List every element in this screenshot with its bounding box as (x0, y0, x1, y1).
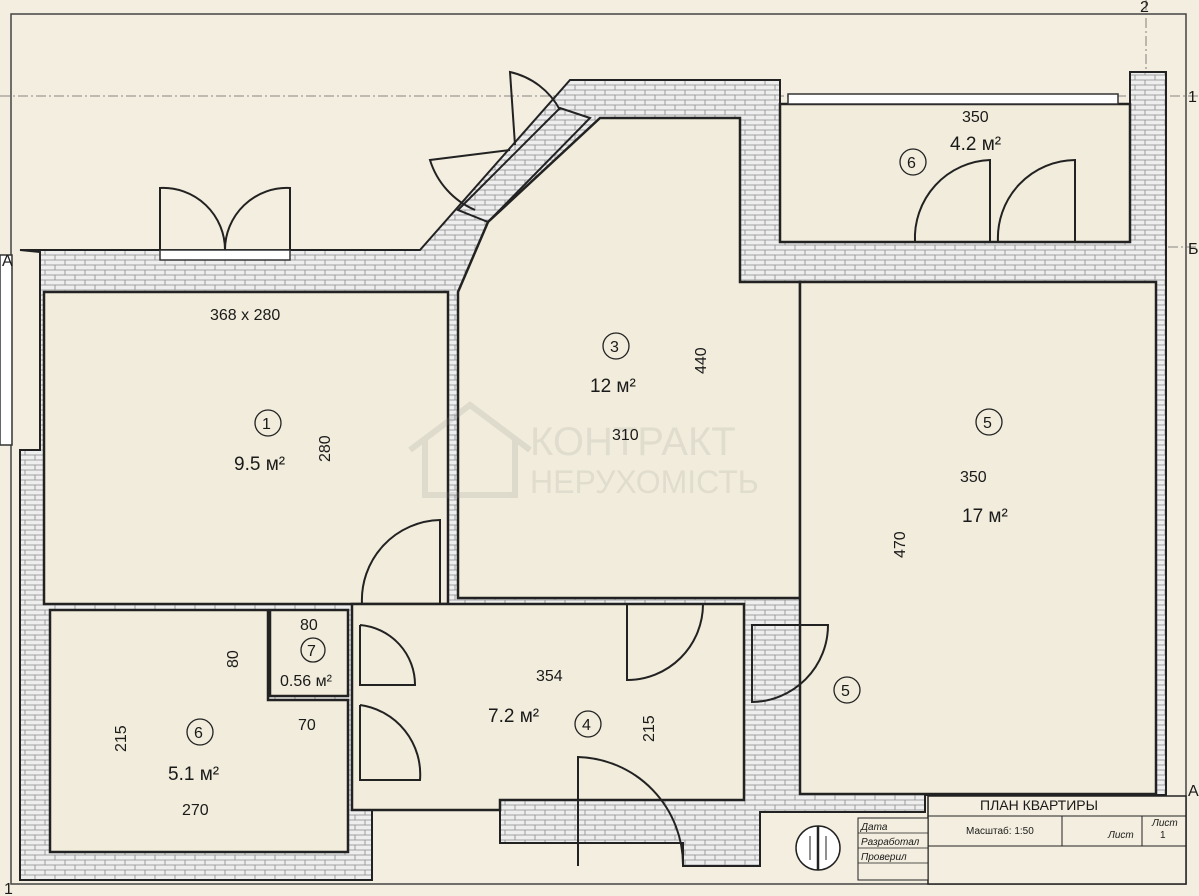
door-diagonal-2 (508, 70, 561, 146)
rows-frame (857, 817, 929, 881)
room-6-dim-a: 215 (113, 725, 130, 752)
axis-right-1: 1 (1188, 89, 1197, 106)
title-block-sheet-number: 1 (1160, 830, 1166, 841)
axis-top-2: 2 (1140, 0, 1149, 16)
door-room1-left (159, 186, 227, 251)
room-1-dim-b: 280 (317, 435, 334, 462)
room-6-dim-d: 270 (182, 802, 209, 819)
axis-left-bottom: 1 (4, 881, 13, 896)
room-3-num: 3 (610, 339, 619, 356)
room-1-labels: 368 x 280 1 9.5 м² 280 (210, 307, 334, 475)
axis-left-top: A (2, 253, 13, 270)
room-1-num: 1 (262, 416, 271, 433)
room-4-num: 4 (582, 717, 591, 734)
balcony-dim: 350 (962, 109, 989, 126)
room-5-num2: 5 (841, 683, 850, 700)
door-room5 (751, 624, 830, 704)
room-5-dim-b: 470 (892, 531, 909, 558)
room-6-num-circle (186, 718, 214, 746)
room-7-num-circle (300, 637, 326, 663)
door-room3 (626, 603, 704, 682)
room-6-dim-c: 70 (298, 717, 316, 734)
room-5-num2-circle (833, 676, 861, 704)
room-7-area: 0.56 м² (280, 673, 333, 690)
title-block-frame (927, 795, 1187, 885)
door-room7 (359, 624, 417, 686)
room-6-balcony-labels: 350 6 4.2 м² (899, 109, 1001, 176)
room-3-dim-b: 310 (612, 427, 639, 444)
room-3-labels: 3 12 м² 440 310 (590, 332, 710, 444)
room-5-dim-a: 350 (960, 469, 987, 486)
door-room1 (360, 518, 441, 605)
room-5-floor (798, 280, 1158, 796)
room-1-dim-a: 368 x 280 (210, 307, 280, 324)
room-5-num-circle (975, 408, 1003, 436)
balcony-area: 4.2 м² (950, 134, 1001, 155)
room-6-area: 5.1 м² (168, 764, 219, 785)
sheet-frame (10, 13, 1187, 885)
door-entrance (577, 755, 685, 867)
room-4-num-circle (574, 710, 602, 738)
title-block-developed: Разработал (861, 836, 920, 848)
title-block-checked: Проверил (861, 852, 907, 863)
room-3-area: 12 м² (590, 376, 636, 397)
room-5-num: 5 (983, 415, 992, 432)
door-balcony-1 (913, 158, 991, 243)
title-block-sheet-label: Лист (1107, 830, 1134, 841)
title-block-scale: Масштаб: 1:50 (966, 825, 1034, 837)
title-block: ПЛАН КВАРТИРЫ Масштаб: 1:50 Лист Лист 1 … (795, 795, 1187, 885)
room-6-labels: 215 80 70 6 5.1 м² 270 (113, 650, 316, 819)
room-6-balcony-floor (778, 102, 1132, 244)
watermark-line2: НЕРУХОМІСТЬ (530, 464, 759, 500)
axis-right-a: A (1188, 783, 1199, 800)
watermark-line1: КОНТРАКТ (530, 420, 736, 464)
room-7-floor (268, 608, 350, 698)
title-block-sheets-label: Лист (1151, 818, 1178, 829)
watermark: КОНТРАКТ НЕРУХОМІСТЬ (408, 401, 759, 500)
room-7-dim: 80 (300, 617, 318, 634)
room-4-dim-a: 354 (536, 668, 563, 685)
room-7-num: 7 (307, 643, 316, 660)
diagonal-wall (456, 106, 592, 224)
room-5-area: 17 м² (962, 506, 1008, 527)
room-4-area: 7.2 м² (488, 706, 539, 727)
room-3-floor (456, 116, 802, 600)
title-block-title: ПЛАН КВАРТИРЫ (980, 797, 1098, 813)
room-1-area: 9.5 м² (234, 454, 285, 475)
house-logo-icon (408, 401, 532, 498)
room-6-dim-b: 80 (225, 650, 242, 668)
door-balcony-2 (996, 158, 1076, 243)
room-4-dim-b: 215 (641, 715, 658, 742)
door-diagonal-1 (428, 149, 511, 211)
doors (159, 70, 1076, 867)
door-room6 (359, 704, 422, 781)
door-room1-right (223, 186, 291, 251)
room-5-labels: 5 350 17 м² 470 5 (833, 408, 1008, 704)
balcony-num-circle (899, 148, 927, 176)
room-1-num-circle (254, 409, 282, 437)
room-6-num: 6 (194, 725, 203, 742)
title-block-date: Дата (860, 822, 888, 833)
room-6-floor (48, 608, 350, 854)
room-3-dim-a: 440 (693, 347, 710, 374)
room-1-floor (42, 290, 450, 606)
room-7-labels: 80 7 0.56 м² (280, 617, 333, 690)
axis-right-b: Б (1188, 241, 1199, 258)
room-4-floor (350, 602, 746, 812)
room-3-num-circle (602, 332, 630, 360)
room-4-labels: 354 7.2 м² 4 215 (488, 668, 658, 742)
balcony-num: 6 (907, 155, 916, 172)
